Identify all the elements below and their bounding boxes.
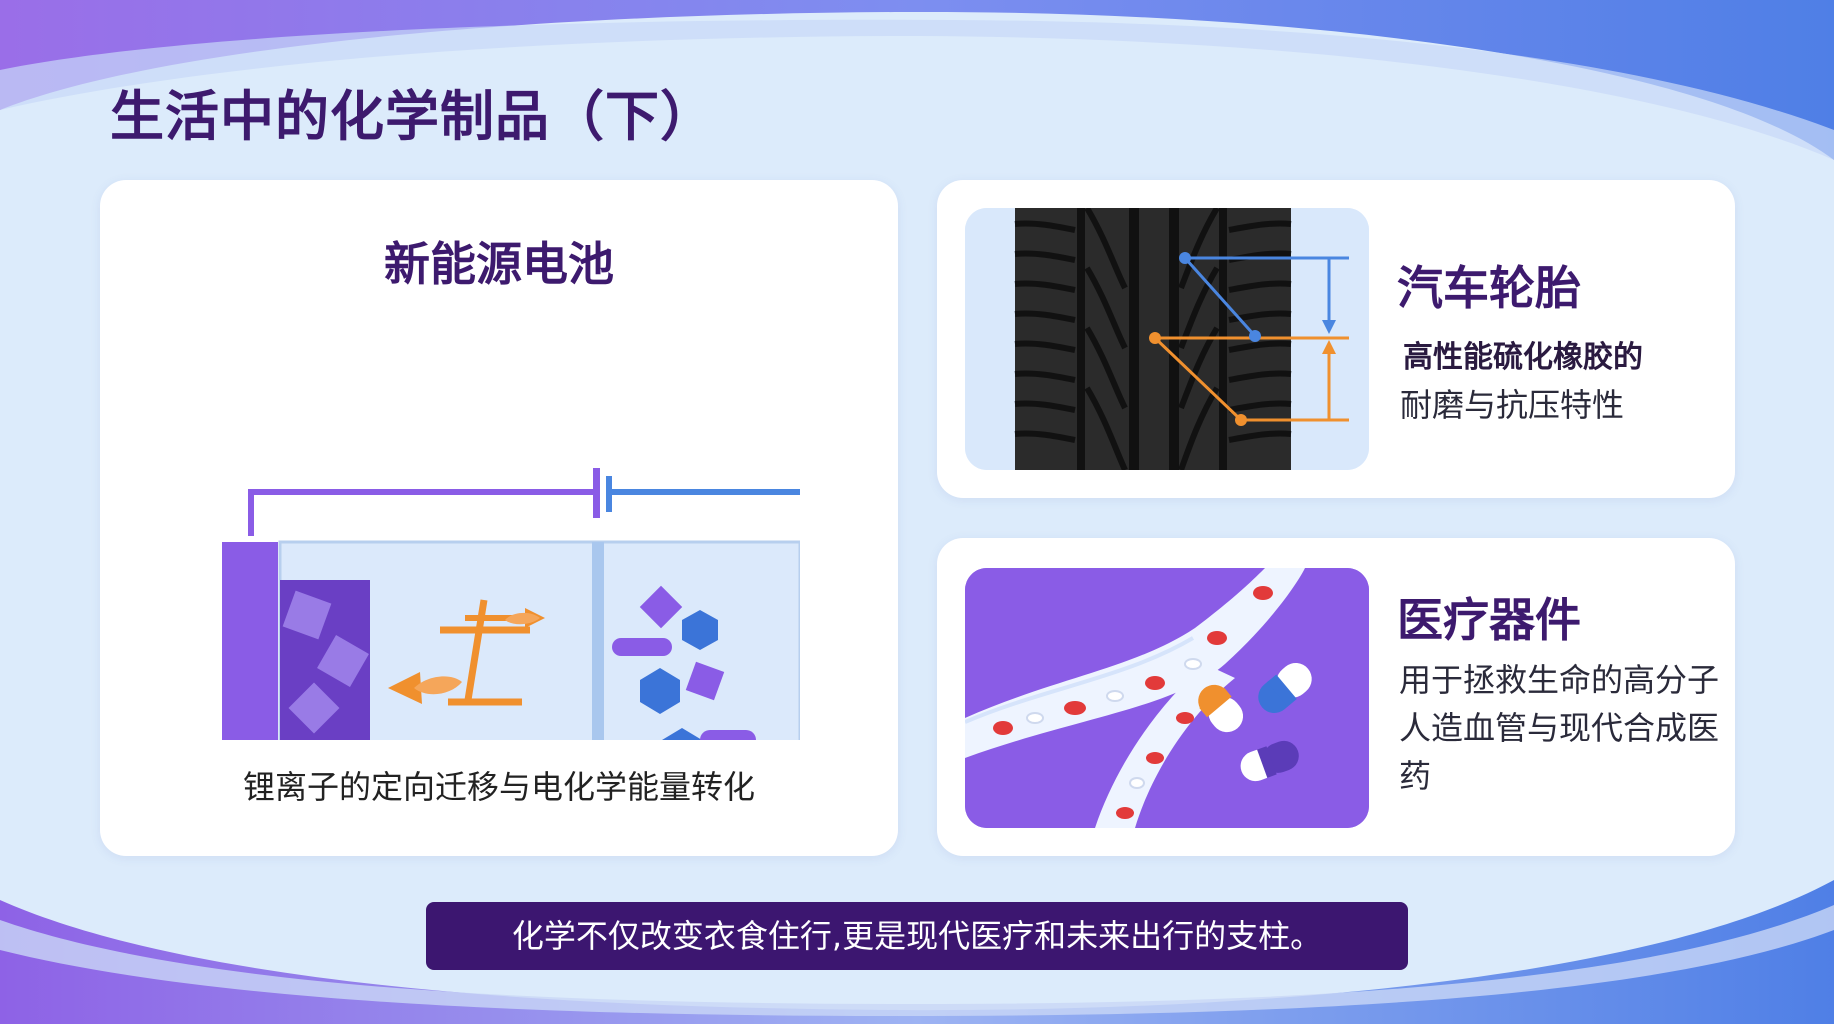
battery-title: 新能源电池 [384, 237, 614, 291]
battery-card: 新能源电池 [100, 180, 898, 856]
medical-title: 医疗器件 [1397, 593, 1581, 647]
tire-title: 汽车轮胎 [1397, 261, 1581, 315]
tire-subtitle: 耐磨与抗压特性 [1400, 386, 1625, 424]
slide-title: 生活中的化学制品（下） [110, 85, 715, 148]
summary-bar: 化学不仅改变衣食住行,更是现代医疗和未来出行的支柱。 [426, 902, 1408, 970]
battery-caption: 锂离子的定向迁移与电化学能量转化 [242, 768, 755, 806]
battery-diagram-icon [222, 468, 800, 740]
tire-tread-icon [965, 208, 1369, 470]
capsule-icon [1198, 663, 1312, 782]
tire-subtitle-bold: 高性能硫化橡胶的 [1403, 340, 1643, 375]
medical-description: 用于拯救生命的高分子人造血管与现代合成医药 [1399, 661, 1720, 795]
tire-card: 汽车轮胎 高性能硫化橡胶的 耐磨与抗压特性 [937, 180, 1735, 498]
tire-image [965, 208, 1369, 470]
medical-card: 医疗器件 用于拯救生命的高分子人造血管与现代合成医药 [937, 538, 1735, 856]
medical-image [965, 568, 1369, 828]
